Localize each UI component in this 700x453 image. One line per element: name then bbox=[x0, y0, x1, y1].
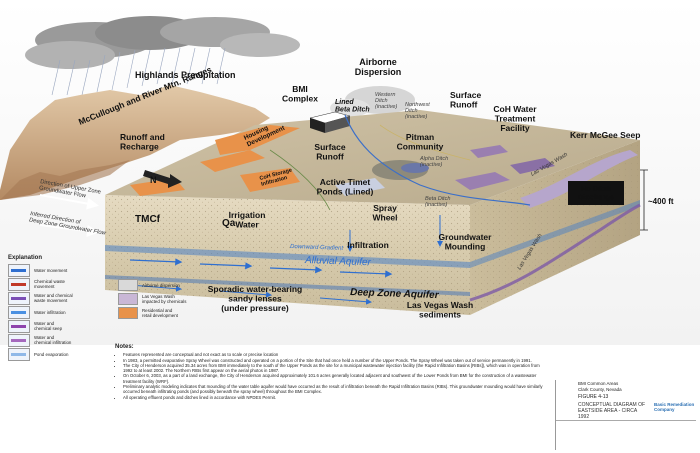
figure-number: FIGURE 4-13 bbox=[578, 394, 609, 400]
mountain-range bbox=[0, 85, 270, 200]
legend-item: Water movement bbox=[8, 263, 118, 277]
north-arrow-icon bbox=[143, 170, 182, 188]
legend-area-item: Airborne dispersion bbox=[118, 278, 213, 292]
note-item: In 1983, a permitted evaporative Spray W… bbox=[123, 358, 545, 363]
legend: Explanation Water movement Chemical wast… bbox=[8, 255, 118, 361]
depth-bracket bbox=[640, 169, 648, 231]
note-item: Preliminary analytic modeling indicates … bbox=[123, 384, 545, 395]
legend-item: Chemical waste movement bbox=[8, 277, 118, 291]
arrow-icon bbox=[11, 296, 26, 300]
label-deep-zone-aquifer: Deep Zone Aquifer bbox=[350, 287, 440, 301]
label-north: N bbox=[150, 175, 157, 185]
legend-item: Water and chemical seep bbox=[8, 319, 118, 333]
title-block: BMI Common Areas Clark County, Nevada FI… bbox=[555, 380, 696, 450]
legend-item: Water and chemical infiltration bbox=[8, 333, 118, 347]
label-infiltration: Infiltration bbox=[347, 240, 389, 250]
title-block-grid bbox=[556, 420, 696, 449]
notes-title: Notes: bbox=[115, 344, 134, 350]
label-depth: ~400 ft bbox=[648, 197, 674, 206]
arrow-icon bbox=[11, 324, 26, 328]
legend-areas: Airborne dispersion Las Vegas Wash impac… bbox=[118, 278, 213, 320]
precipitation-clouds bbox=[25, 16, 300, 96]
note-item: The City of Henderson acquired 35.34 acr… bbox=[123, 363, 545, 374]
wave-icon bbox=[11, 352, 26, 356]
note-item: All operating effluent ponds and ditches… bbox=[123, 395, 545, 400]
legend-area-item: Las Vegas Wash impacted by chemicals bbox=[118, 292, 213, 306]
company-logo: Basic Remediation Company bbox=[654, 402, 695, 412]
ponds bbox=[335, 145, 555, 196]
arrow-icon bbox=[11, 338, 26, 342]
note-item: Features represented are conceptual and … bbox=[123, 352, 545, 357]
groundwater-flow-arrows bbox=[129, 215, 443, 305]
label-beta-ditch-inactive: Beta Ditch(inactive) bbox=[425, 196, 450, 208]
label-kerr-mcgee-seep: Kerr McGee Seep bbox=[570, 130, 640, 140]
legend-title: Explanation bbox=[8, 255, 43, 261]
bmi-complex-building bbox=[309, 111, 351, 133]
notes: Notes: Features represented are conceptu… bbox=[115, 344, 545, 445]
housing-development bbox=[215, 125, 300, 155]
figure-title: CONCEPTUAL DIAGRAM OF EASTSIDE AREA - CI… bbox=[578, 402, 646, 420]
label-downward-gradient: Downward Gradient bbox=[290, 244, 344, 252]
label-highlands-precipitation: Highlands Precipitation bbox=[135, 70, 236, 80]
note-item: On October 6, 2003, as a part of a land … bbox=[123, 373, 545, 384]
title-block-project: BMI Common Areas bbox=[578, 381, 619, 386]
no-ditch-discharge-box bbox=[568, 181, 624, 205]
las-vegas-wash bbox=[520, 150, 638, 208]
legend-item: Water infiltration bbox=[8, 305, 118, 319]
label-tmcf: TMCf bbox=[135, 214, 161, 225]
label-qa: Qa bbox=[222, 218, 236, 229]
left-flow-arrows bbox=[39, 194, 99, 237]
legend-item: Water and chemical waste movement bbox=[8, 291, 118, 305]
label-alpha-ditch: Alpha Ditch(inactive) bbox=[419, 156, 448, 168]
legend-area-item: Residential and retail development bbox=[118, 306, 213, 320]
legend-item: Pond evaporation bbox=[8, 347, 118, 361]
beta-ditch bbox=[344, 114, 531, 206]
arrow-icon bbox=[11, 310, 26, 314]
title-block-location: Clark County, Nevada bbox=[578, 387, 622, 392]
label-alluvial-aquifer: Alluvial Aquifer bbox=[304, 255, 372, 268]
arrow-icon bbox=[11, 282, 26, 286]
arrow-icon bbox=[11, 268, 26, 272]
